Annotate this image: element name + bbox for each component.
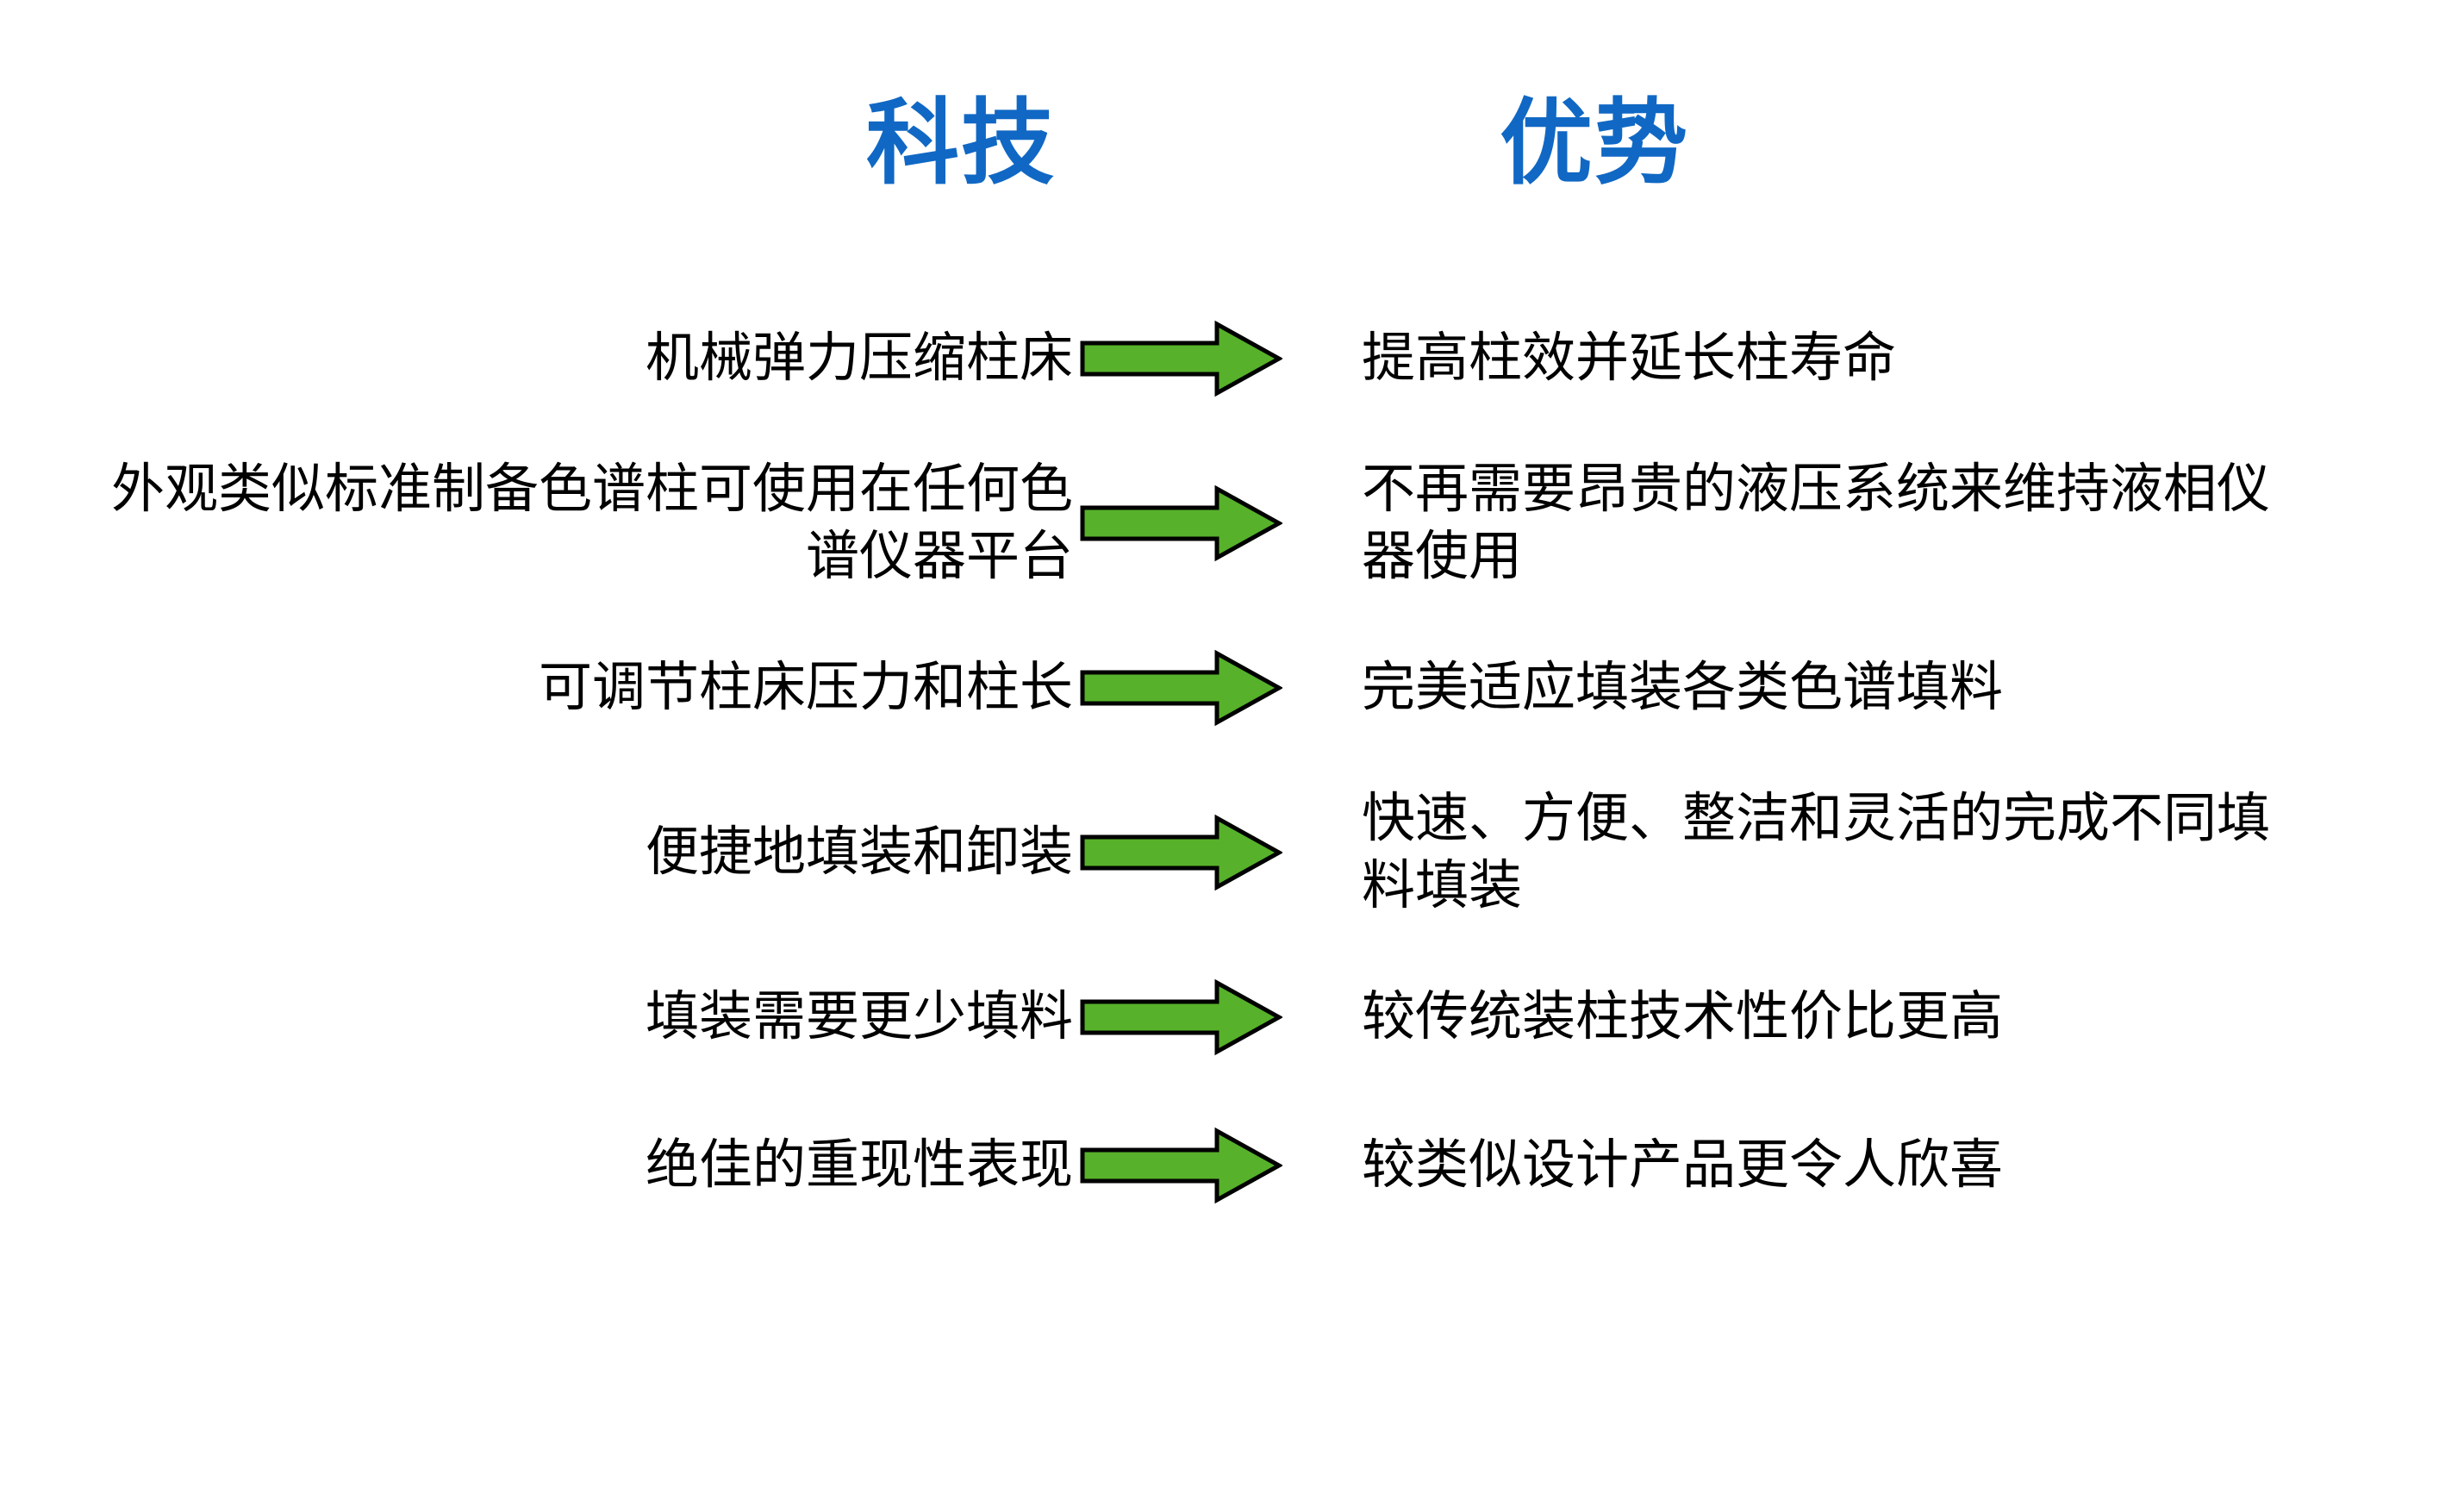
advantage-line: 完美适应填装各类色谱填料	[1362, 658, 2004, 717]
technology-cell: 绝佳的重现性表现	[0, 1132, 1073, 1199]
technology-line: 可调节柱床压力和柱长	[538, 658, 1073, 717]
advantage-line: 提高柱效并延长柱寿命	[1362, 328, 1897, 388]
green-right-arrow-icon	[1080, 320, 1282, 397]
technology-line: 谱仪器平台	[805, 527, 1073, 586]
green-right-arrow-icon	[1080, 814, 1282, 891]
technology-line: 便捷地填装和卸装	[645, 822, 1073, 882]
technology-cell: 便捷地填装和卸装	[0, 819, 1073, 886]
arrow-cell	[1073, 978, 1288, 1057]
advantage-line: 器使用	[1362, 527, 1523, 586]
arrow-cell	[1073, 484, 1288, 563]
advantage-cell: 较类似设计产品更令人欣喜	[1288, 1132, 2464, 1199]
green-right-arrow-icon	[1080, 978, 1282, 1056]
green-right-arrow-icon	[1080, 649, 1282, 727]
table-row: 便捷地填装和卸装 快速、方便、整洁和灵活的完成不同填 料填装	[0, 762, 2464, 943]
table-row: 机械弹力压缩柱床 提高柱效并延长柱寿命	[0, 284, 2464, 433]
technology-cell: 机械弹力压缩柱床	[0, 325, 1073, 392]
table-row: 可调节柱床压力和柱长 完美适应填装各类色谱填料	[0, 614, 2464, 762]
advantage-cell: 较传统装柱技术性价比更高	[1288, 984, 2464, 1051]
advantage-line: 料填装	[1362, 856, 1523, 915]
advantage-line: 较传统装柱技术性价比更高	[1362, 987, 2004, 1047]
advantage-cell: 不再需要昂贵的液压系统来维持液相仪 器使用	[1288, 456, 2464, 591]
green-right-arrow-icon	[1080, 484, 1282, 562]
technology-cell: 可调节柱床压力和柱长	[0, 654, 1073, 722]
column-header-advantage: 优势	[1499, 91, 1689, 195]
column-headers: 科技 优势	[0, 83, 2464, 221]
table-row: 外观类似标准制备色谱柱可使用在任何色 谱仪器平台 不再需要昂贵的液压系统来维持液…	[0, 433, 2464, 614]
advantage-line: 较类似设计产品更令人欣喜	[1362, 1135, 2004, 1195]
comparison-rows: 机械弹力压缩柱床 提高柱效并延长柱寿命 外观类似标准制备色谱柱可使用在任何色 谱…	[0, 284, 2464, 1240]
advantage-cell: 提高柱效并延长柱寿命	[1288, 325, 2464, 392]
technology-cell: 外观类似标准制备色谱柱可使用在任何色 谱仪器平台	[0, 456, 1073, 591]
arrow-cell	[1073, 319, 1288, 398]
table-row: 填装需要更少填料 较传统装柱技术性价比更高	[0, 943, 2464, 1091]
technology-line: 外观类似标准制备色谱柱可使用在任何色	[110, 459, 1073, 519]
advantage-cell: 快速、方便、整洁和灵活的完成不同填 料填装	[1288, 785, 2464, 920]
advantage-line: 不再需要昂贵的液压系统来维持液相仪	[1362, 459, 2271, 519]
technology-line: 填装需要更少填料	[645, 987, 1073, 1047]
advantage-line: 快速、方便、整洁和灵活的完成不同填	[1362, 789, 2271, 848]
green-right-arrow-icon	[1080, 1127, 1282, 1204]
arrow-cell	[1073, 813, 1288, 892]
advantage-cell: 完美适应填装各类色谱填料	[1288, 654, 2464, 722]
technology-line: 机械弹力压缩柱床	[645, 328, 1073, 388]
column-header-technology: 科技	[865, 91, 1056, 195]
arrow-cell	[1073, 648, 1288, 728]
technology-cell: 填装需要更少填料	[0, 984, 1073, 1051]
technology-line: 绝佳的重现性表现	[645, 1135, 1073, 1195]
table-row: 绝佳的重现性表现 较类似设计产品更令人欣喜	[0, 1091, 2464, 1240]
arrow-cell	[1073, 1126, 1288, 1205]
